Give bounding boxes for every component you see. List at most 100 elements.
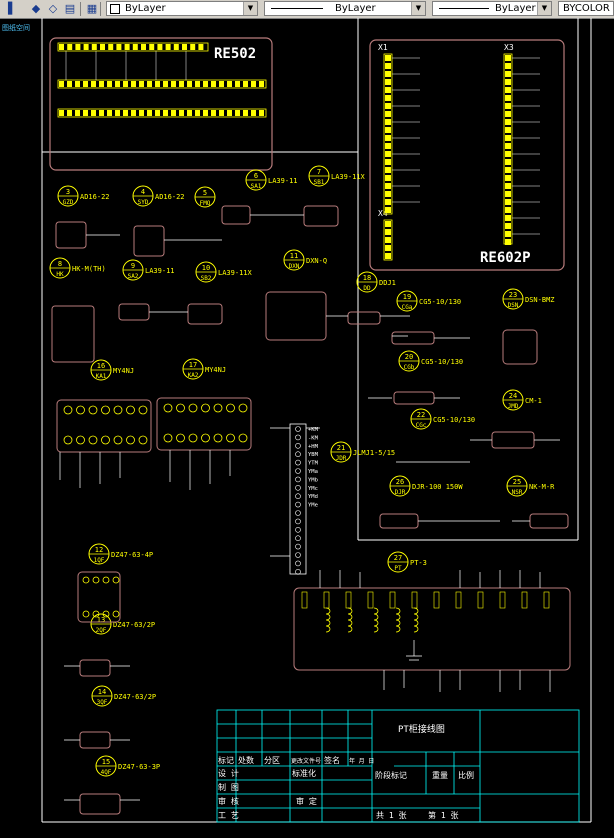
- relay-blocks: [51, 205, 571, 815]
- lineweight-preview: [439, 8, 489, 9]
- callout-model: PT-3: [410, 559, 427, 567]
- re502-pin: [99, 81, 104, 87]
- layer-manager-icon[interactable]: ◆: [31, 2, 41, 15]
- re502-pin: [259, 81, 264, 87]
- re502-pin: [67, 110, 72, 116]
- 4qf-breaker-block[interactable]: [79, 793, 121, 815]
- breaker-pin: [102, 610, 110, 618]
- switch-block[interactable]: [187, 303, 223, 325]
- ka1-relay-block[interactable]: [56, 399, 152, 453]
- indicator-lamp-block[interactable]: [55, 221, 87, 249]
- switch-block[interactable]: [118, 303, 150, 321]
- 3qf-breaker-block[interactable]: [79, 731, 111, 749]
- relay-pin: [188, 403, 198, 413]
- match-properties-icon[interactable]: ▦: [86, 2, 98, 15]
- pt-fuse: [499, 591, 506, 609]
- hk-controller-block[interactable]: [51, 305, 95, 363]
- layer-states-icon[interactable]: ◇: [48, 2, 58, 15]
- switch-block[interactable]: [221, 205, 251, 225]
- relay-pin: [163, 433, 173, 443]
- layer-dropdown[interactable]: ByLayer ▼: [106, 1, 258, 16]
- callout-number: 25: [513, 478, 521, 486]
- re602p-panel[interactable]: X1 X3 X4 RE602P: [369, 39, 565, 271]
- pt-fuse: [433, 591, 440, 609]
- x3-pin: [505, 95, 511, 101]
- chevron-down-icon[interactable]: ▼: [243, 2, 257, 15]
- switch-block[interactable]: [303, 205, 339, 227]
- dd-block[interactable]: [347, 311, 381, 325]
- re502-pin: [227, 110, 232, 116]
- ka2-relay-block[interactable]: [156, 397, 252, 451]
- x3-label: X3: [504, 43, 514, 52]
- jmd-block[interactable]: [491, 431, 535, 449]
- x3-pin: [505, 79, 511, 85]
- relay-pin: [201, 433, 210, 443]
- lineweight-dropdown[interactable]: ByLayer ▼: [432, 1, 552, 16]
- breaker-pin: [112, 610, 120, 618]
- callout-tag: FMQ: [200, 200, 211, 207]
- re502-pin: [243, 81, 248, 87]
- jdr-terminal: [295, 568, 301, 575]
- relay-pin: [238, 433, 248, 443]
- chevron-down-icon[interactable]: ▼: [537, 2, 551, 15]
- linetype-preview: [271, 8, 323, 9]
- 2qf-breaker-block[interactable]: [79, 659, 111, 677]
- drawing-name: PT柜接线图: [398, 723, 445, 735]
- chevron-down-icon[interactable]: ▼: [411, 2, 425, 15]
- re502-pin: [198, 44, 204, 50]
- linetype-dropdown[interactable]: ByLayer ▼: [264, 1, 426, 16]
- header-count: 处数: [238, 755, 254, 765]
- toolbar-grip-icon[interactable]: ▐: [3, 2, 13, 15]
- dxn-block[interactable]: [265, 291, 327, 341]
- scale-label: 比例: [458, 770, 474, 780]
- re502-panel[interactable]: RE502: [49, 37, 273, 171]
- 1qf-breaker-block[interactable]: [77, 571, 121, 623]
- cga-block[interactable]: [391, 331, 435, 345]
- re502-pins: [59, 44, 264, 116]
- callout-number: 5: [203, 189, 207, 197]
- nsr-block[interactable]: [529, 513, 569, 529]
- jdr-terminal: [295, 476, 301, 483]
- pt-fuse: [367, 591, 374, 609]
- djr-block[interactable]: [379, 513, 419, 529]
- relay-pin-circles: [63, 403, 248, 618]
- callout-number: 7: [317, 168, 321, 176]
- indicator-lamp-block[interactable]: [133, 225, 165, 257]
- pt-terminal-block[interactable]: [293, 587, 571, 671]
- re502-pin: [131, 81, 136, 87]
- x3-pin: [505, 175, 511, 181]
- jdr-terminal-label: YMc: [308, 486, 318, 492]
- header-zone: 分区: [264, 756, 280, 765]
- dsn-block[interactable]: [502, 329, 538, 365]
- cgb-block[interactable]: [393, 391, 435, 405]
- layer-previous-icon[interactable]: ▤: [64, 2, 76, 15]
- plotstyle-dropdown[interactable]: BYCOLOR: [558, 1, 614, 16]
